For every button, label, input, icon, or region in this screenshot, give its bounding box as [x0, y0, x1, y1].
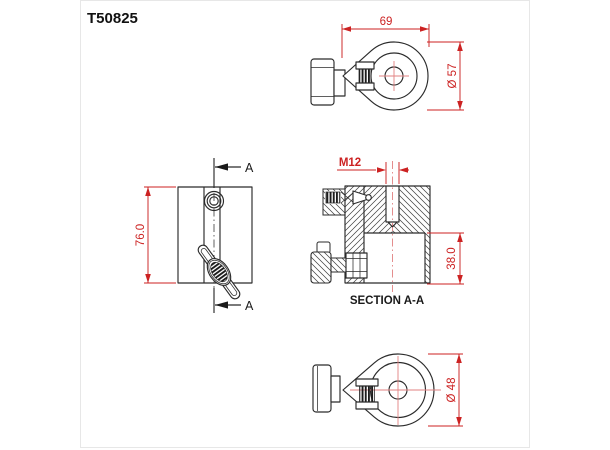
arrowhead: [457, 275, 463, 284]
side-view: A A 76.0: [135, 158, 254, 313]
extension-lines: [144, 186, 176, 284]
section-cut-line: A A: [213, 158, 254, 313]
arrowhead: [342, 26, 351, 32]
wing-boss-ring: [208, 259, 230, 285]
dim-bore-38: 38.0: [427, 232, 464, 285]
cut-arrowhead-top: [215, 163, 228, 171]
dim-width-label: 69: [380, 16, 393, 28]
arrowhead: [145, 274, 151, 283]
stud-flange-top: [355, 378, 379, 387]
thread-slot-outline: [385, 186, 400, 228]
screw-socket: [209, 196, 219, 206]
clamp-plate: [345, 252, 368, 279]
arrowhead: [145, 187, 151, 196]
knob-body: [310, 58, 335, 106]
section-arrow-label-bottom: A: [245, 299, 254, 313]
stud-flange-bottom: [355, 82, 375, 91]
knob-collar: [333, 69, 346, 97]
screw-ball-tip: [365, 194, 372, 201]
stud-thread: [358, 68, 372, 84]
arrowhead: [457, 42, 463, 51]
cap-screw-head: [203, 190, 225, 212]
dim-height-label: 76.0: [135, 224, 147, 246]
knob-tab-bg: [316, 241, 331, 254]
arrowhead: [457, 101, 463, 110]
clamp-knob: [310, 58, 346, 106]
stud-thread: [359, 385, 375, 403]
dim-diameter-57: Ø 57: [427, 41, 464, 111]
threaded-stud: [355, 61, 375, 91]
arrowhead: [457, 233, 463, 242]
bore-cut: [364, 233, 425, 283]
arrowhead: [377, 167, 386, 173]
thumb-screw-section: [310, 241, 368, 284]
wing-boss-knurl: [210, 261, 228, 283]
extension-lines: [427, 41, 464, 111]
set-screw-boss: [322, 188, 372, 216]
screw-slot-lines: [340, 191, 355, 204]
dim-bore-label: 38.0: [446, 247, 458, 269]
dim-diameter-label: Ø 48: [446, 378, 458, 403]
shaft: [330, 257, 347, 273]
extension-lines: [427, 232, 464, 285]
extension-lines: [341, 24, 430, 58]
threaded-stud: [355, 378, 379, 410]
knob: [310, 251, 332, 284]
top-view: 69 Ø 57: [310, 16, 464, 111]
section-title: SECTION A-A: [350, 295, 424, 307]
body-outline: [177, 186, 253, 284]
arrowhead: [456, 354, 462, 363]
dim-height-76: 76.0: [135, 186, 176, 284]
screw-outer: [203, 190, 225, 212]
stud-flange-top: [355, 61, 375, 70]
clamp-knob: [312, 364, 341, 413]
screw-mid: [206, 193, 222, 209]
bottom-view: Ø 48: [312, 353, 463, 427]
arrowhead: [399, 167, 408, 173]
dim-diameter-48: Ø 48: [428, 353, 463, 427]
knob-body: [312, 364, 332, 413]
section-view: M12 38.0 SECTION A-A: [310, 157, 464, 307]
dim-diameter-label: Ø 57: [447, 64, 459, 89]
arrowhead: [456, 417, 462, 426]
thread-bore: [325, 191, 341, 204]
arrowhead: [420, 26, 429, 32]
sheet-border: [80, 0, 530, 448]
section-arrow-label-top: A: [245, 161, 254, 175]
knob-chamfer-lines: [311, 67, 334, 97]
body-outline: [344, 185, 431, 284]
part-number: T50825: [87, 10, 138, 27]
plate-lines: [346, 253, 367, 278]
knob-collar: [330, 375, 341, 403]
stud-flange-bottom: [355, 401, 379, 410]
wing-knob: [197, 244, 241, 300]
center-mark: [379, 61, 409, 91]
cut-arrowhead-bottom: [215, 301, 228, 309]
dim-thread-m12: M12: [337, 157, 409, 184]
extension-lines: [385, 162, 400, 184]
extension-lines: [428, 353, 463, 427]
dim-width-69: 69: [341, 16, 430, 58]
dim-thread-label: M12: [339, 157, 361, 169]
